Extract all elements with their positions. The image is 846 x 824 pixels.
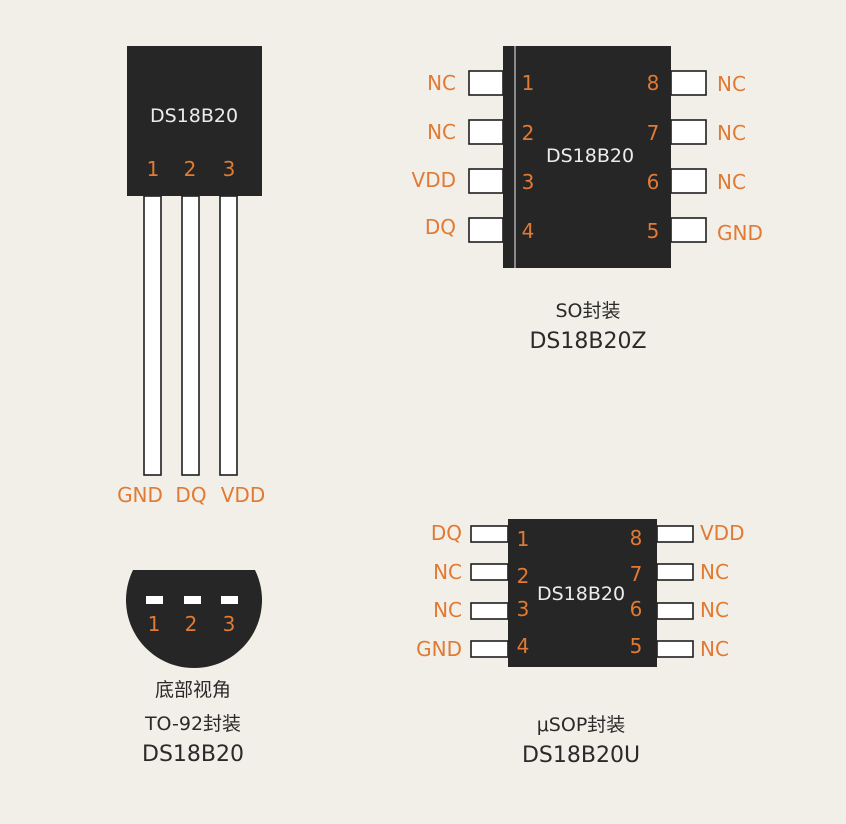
usop-lead-5 <box>656 640 694 658</box>
so8-package: DS18B20 1 2 3 4 8 7 6 5 NC NC VDD DQ NC … <box>412 46 763 268</box>
usop-lead-8 <box>656 525 694 543</box>
usop-lead-6 <box>656 602 694 620</box>
so8-lead-1 <box>468 70 504 96</box>
so8-pin-number-6: 6 <box>647 170 660 194</box>
to92-package: DS18B20 1 2 3 GND DQ VDD <box>117 46 265 507</box>
usop-pin-number-5: 5 <box>630 634 643 658</box>
to92-pin-number-3: 3 <box>223 157 236 181</box>
so8-pin-name-4: DQ <box>425 215 456 239</box>
to92-lead-2 <box>181 195 200 476</box>
so8-pin-name-2: NC <box>427 120 456 144</box>
usop-package-label: μSOP封装 <box>537 714 626 736</box>
usop-lead-7 <box>656 563 694 581</box>
so8-pin-name-6: NC <box>717 170 746 194</box>
so8-pin-number-7: 7 <box>647 121 660 145</box>
to92-bottom-pin-number-3: 3 <box>223 612 236 636</box>
so8-pin-number-1: 1 <box>522 71 535 95</box>
so8-lead-6 <box>670 168 707 194</box>
so8-pin-number-5: 5 <box>647 219 660 243</box>
usop-lead-3 <box>470 602 509 620</box>
usop-pin-name-5: NC <box>700 637 729 661</box>
to92-bottom-pad-3 <box>221 596 238 604</box>
usop-pin-name-7: NC <box>700 560 729 584</box>
so8-lead-3 <box>468 168 504 194</box>
usop-pin-number-3: 3 <box>517 597 530 621</box>
usop-part-label: DS18B20U <box>522 743 640 768</box>
so8-pin-name-1: NC <box>427 71 456 95</box>
usop-chip-body <box>508 519 657 667</box>
so8-lead-7 <box>670 119 707 145</box>
usop-pin-number-2: 2 <box>517 564 530 588</box>
so8-pin-number-2: 2 <box>522 121 535 145</box>
so8-pin-name-8: NC <box>717 72 746 96</box>
to92-chip-label: DS18B20 <box>150 105 238 127</box>
usop-pin-name-4: GND <box>416 637 462 661</box>
so8-chip-body <box>503 46 671 268</box>
usop-pin-name-2: NC <box>433 560 462 584</box>
to92-bottom-body <box>125 570 262 669</box>
usop-pin-name-6: NC <box>700 598 729 622</box>
usop-pin-number-4: 4 <box>517 634 530 658</box>
so8-pin-number-8: 8 <box>647 71 660 95</box>
usop-pin-name-8: VDD <box>700 521 744 545</box>
to92-pin-number-1: 1 <box>147 157 160 181</box>
so8-part-label: DS18B20Z <box>529 329 646 354</box>
so8-package-label: SO封装 <box>555 300 620 322</box>
to92-bottom-view-label: 底部视角 <box>155 679 231 701</box>
to92-pin-name-1: GND <box>117 483 163 507</box>
to92-bottom-view: 1 2 3 <box>125 570 262 669</box>
to92-pin-name-3: VDD <box>221 483 265 507</box>
to92-bottom-pin-number-2: 2 <box>185 612 198 636</box>
usop-lead-2 <box>470 563 509 581</box>
so8-pin-number-4: 4 <box>522 219 535 243</box>
to92-bottom-pad-2 <box>184 596 201 604</box>
usop-pin-number-1: 1 <box>517 527 530 551</box>
so8-lead-8 <box>670 70 707 96</box>
to92-chip-body <box>127 46 262 196</box>
so8-pin-name-3: VDD <box>412 168 456 192</box>
usop-pin-number-6: 6 <box>630 597 643 621</box>
usop-pin-name-1: DQ <box>431 521 462 545</box>
so8-lead-2 <box>468 119 504 145</box>
usop-pin-number-8: 8 <box>630 526 643 550</box>
to92-pin-name-2: DQ <box>175 483 206 507</box>
to92-bottom-pin-number-1: 1 <box>148 612 161 636</box>
so8-chip-label: DS18B20 <box>546 145 634 167</box>
so8-lead-4 <box>468 217 504 243</box>
to92-pin-number-2: 2 <box>184 157 197 181</box>
so8-lead-5 <box>670 217 707 243</box>
to92-bottom-pad-1 <box>146 596 163 604</box>
to92-lead-3 <box>219 195 238 476</box>
to92-part-label: DS18B20 <box>142 742 244 767</box>
to92-package-label: TO-92封装 <box>144 713 241 735</box>
usop-pin-name-3: NC <box>433 598 462 622</box>
usop-lead-1 <box>470 525 509 543</box>
so8-pin-number-3: 3 <box>522 170 535 194</box>
so8-pin-name-7: NC <box>717 121 746 145</box>
to92-lead-1 <box>143 195 162 476</box>
usop-lead-4 <box>470 640 509 658</box>
so8-pin-name-5: GND <box>717 221 763 245</box>
usop-chip-label: DS18B20 <box>537 583 625 605</box>
usop-package: DS18B20 1 2 3 4 8 7 6 5 DQ NC NC GND VDD… <box>416 519 744 667</box>
usop-pin-number-7: 7 <box>630 562 643 586</box>
